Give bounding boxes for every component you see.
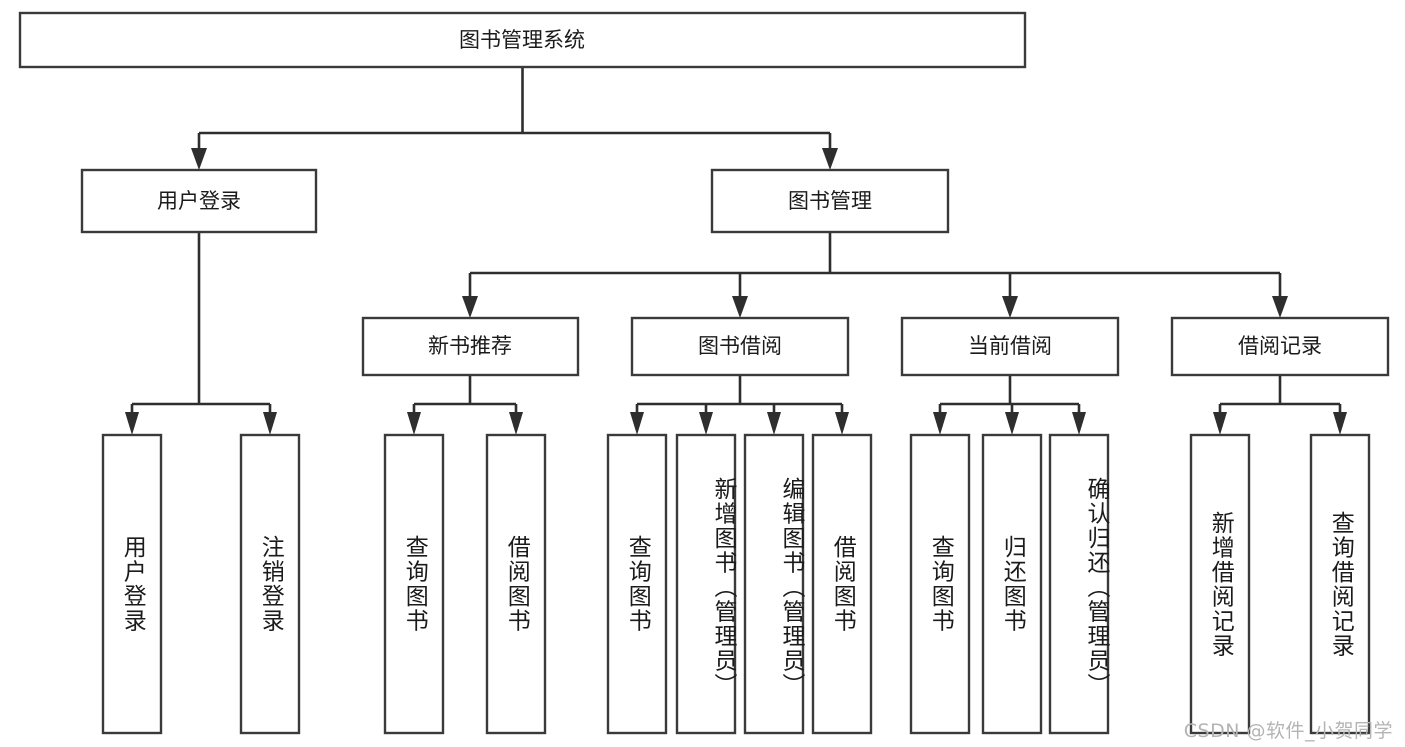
- leaf-box-query-book-borrow[interactable]: [606, 433, 668, 735]
- arrowhead-root-to-login: [191, 148, 207, 170]
- node-user-login-label: 用户登录: [157, 189, 241, 213]
- arrowhead-books-to-current: [1002, 296, 1018, 318]
- leaf-box-query-borrow-record[interactable]: [1309, 433, 1371, 735]
- connector-layer: [125, 67, 1347, 435]
- node-book-management-label: 图书管理: [788, 189, 872, 213]
- leaf-box-add-borrow-record[interactable]: [1189, 433, 1251, 735]
- arrowhead-current-leaf-1: [933, 412, 947, 435]
- arrowhead-books-to-record: [1272, 296, 1288, 318]
- arrowhead-borrow-leaf-4: [835, 412, 849, 435]
- arrowhead-new-leaf-2: [509, 412, 523, 435]
- leaf-box-query-book-current[interactable]: [909, 433, 971, 735]
- node-user-login[interactable]: 用户登录: [80, 168, 318, 234]
- leaf-box-add-book-admin[interactable]: [675, 433, 737, 735]
- node-book-management-box[interactable]: [710, 168, 950, 234]
- arrowhead-record-leaf-1: [1213, 412, 1227, 435]
- leaf-box-return-book[interactable]: [981, 433, 1043, 735]
- node-current-borrow[interactable]: 当前借阅: [900, 316, 1120, 377]
- leaf-box-query-book-new[interactable]: [383, 433, 445, 735]
- node-root-label: 图书管理系统: [459, 28, 585, 52]
- arrowhead-borrow-leaf-1: [630, 412, 644, 435]
- arrowhead-books-to-new: [462, 296, 478, 318]
- arrowhead-login-leaf-2: [263, 412, 277, 435]
- node-book-management[interactable]: 图书管理: [710, 168, 950, 234]
- node-book-borrow-box[interactable]: [630, 316, 850, 377]
- node-borrow-record-label: 借阅记录: [1238, 334, 1322, 358]
- node-borrow-record-box[interactable]: [1170, 316, 1390, 377]
- leaf-box-edit-book-admin[interactable]: [743, 433, 805, 735]
- arrowhead-login-leaf-1: [125, 412, 139, 435]
- node-new-book-recommend[interactable]: 新书推荐: [361, 316, 580, 377]
- leaf-box-borrow-book[interactable]: [811, 433, 873, 735]
- node-current-borrow-box[interactable]: [900, 316, 1120, 377]
- node-new-book-recommend-label: 新书推荐: [428, 334, 512, 358]
- arrowhead-current-leaf-3: [1072, 412, 1086, 435]
- arrowhead-root-to-books: [822, 148, 838, 170]
- arrowhead-borrow-leaf-3: [767, 412, 781, 435]
- node-book-borrow[interactable]: 图书借阅: [630, 316, 850, 377]
- node-borrow-record[interactable]: 借阅记录: [1170, 316, 1390, 377]
- leaf-box-user-login[interactable]: [101, 433, 163, 735]
- csdn-watermark: CSDN @软件_小贺同学: [1183, 720, 1393, 742]
- arrowhead-borrow-leaf-2: [699, 412, 713, 435]
- arrowhead-books-to-borrow: [732, 296, 748, 318]
- node-layer: 图书管理系统 用户登录 图书管理 新书推荐 图书借阅 当前: [18, 11, 1390, 735]
- node-root-box[interactable]: [18, 11, 1027, 69]
- node-current-borrow-label: 当前借阅: [968, 334, 1052, 358]
- node-user-login-box[interactable]: [80, 168, 318, 234]
- leaf-box-logout[interactable]: [239, 433, 301, 735]
- node-book-borrow-label: 图书借阅: [698, 334, 782, 358]
- leaf-box-confirm-return-admin[interactable]: [1048, 433, 1110, 735]
- arrowhead-new-leaf-1: [407, 412, 421, 435]
- arrowhead-record-leaf-2: [1333, 412, 1347, 435]
- arrowhead-current-leaf-2: [1005, 412, 1019, 435]
- node-new-book-recommend-box[interactable]: [361, 316, 580, 377]
- leaf-box-borrow-book-new[interactable]: [485, 433, 547, 735]
- node-root[interactable]: 图书管理系统: [18, 11, 1027, 69]
